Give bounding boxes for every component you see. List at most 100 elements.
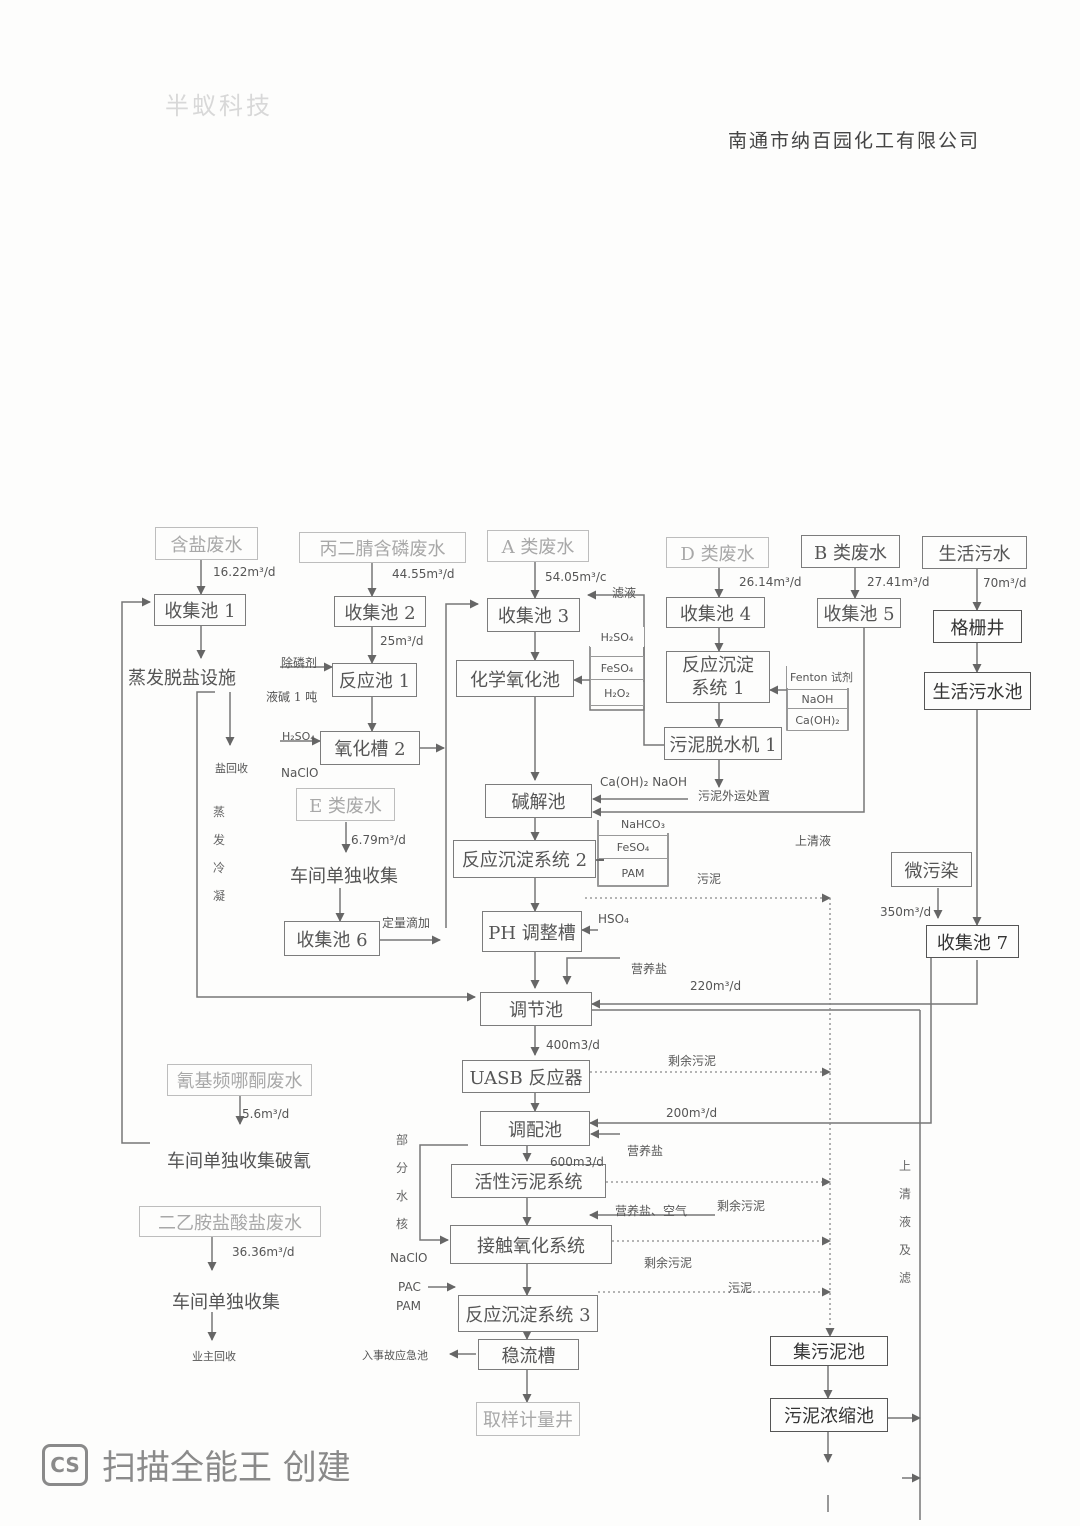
label-nutrient-air: 营养盐、空气 — [615, 1204, 688, 1218]
sludge-dewatering-machine-1: 污泥脱水机 1 — [664, 727, 782, 760]
label-pam-rs3: PAM — [396, 1299, 422, 1313]
sludge-thickening-pool: 污泥浓缩池 — [770, 1398, 888, 1432]
flow-b: 27.41m³/d — [867, 575, 930, 589]
label-supernatant-filtrate: 上清液及滤 — [898, 1159, 911, 1285]
chemical-oxidation-pool: 化学氧化池 — [456, 660, 574, 697]
flow-e: 6.79m³/d — [351, 833, 406, 847]
label-filtrate: 滤液 — [612, 586, 637, 600]
flow-salt: 16.22m³/d — [213, 565, 276, 579]
dose-naoh: NaOH — [787, 689, 848, 709]
flow-micro: 350m³/d — [880, 905, 932, 919]
label-hso4: HSO₄ — [598, 912, 629, 926]
dose-caoh2: Ca(OH)₂ — [787, 711, 848, 731]
contact-oxidation-system: 接触氧化系统 — [450, 1225, 612, 1264]
label-nutrient-salt-2: 营养盐 — [627, 1144, 664, 1158]
label-nutrient-salt-1: 营养盐 — [631, 962, 668, 976]
rs1-line1: 反应沉淀 — [682, 655, 754, 676]
dose-h2o2-chemox: H₂O₂ — [590, 682, 644, 706]
label-supernatant: 上清液 — [795, 834, 832, 848]
collection-pool-4: 收集池 4 — [666, 597, 765, 628]
label-h2so4-ox2: H₂SO₄ — [282, 730, 315, 743]
flow-adjust-out: 400m3/d — [546, 1038, 600, 1052]
stabilizing-tank: 稳流槽 — [478, 1339, 579, 1370]
flow-blend-out: 600m3/d — [550, 1155, 604, 1169]
source-malononitrile-phosphorus-wastewater: 丙二腈含磷废水 — [299, 532, 466, 563]
label-excess-sludge-3: 剩余污泥 — [644, 1256, 693, 1270]
alkaline-hydrolysis-pool: 碱解池 — [485, 784, 592, 818]
collection-pool-5: 收集池 5 — [817, 598, 901, 628]
label-excess-sludge-1: 剩余污泥 — [668, 1054, 717, 1068]
label-emergency-pool: 入事故应急池 — [362, 1349, 428, 1362]
sludge-collection-pool: 集污泥池 — [770, 1336, 888, 1366]
label-sludge-rs2: 污泥 — [697, 872, 722, 886]
label-naclo-rs3: NaClO — [390, 1251, 428, 1265]
flow-cyan: 5.6m³/d — [242, 1107, 290, 1121]
source-class-a-wastewater: A 类废水 — [487, 530, 589, 562]
label-sludge-rs3: 污泥 — [728, 1281, 753, 1295]
source-domestic-sewage: 生活污水 — [922, 536, 1027, 569]
dose-feso4-rs2: FeSO₄ — [598, 835, 668, 859]
flow-a: 54.05m³/c — [545, 570, 607, 584]
grille-well: 格栅井 — [933, 610, 1022, 643]
label-sludge-outsourced: 污泥外运处置 — [698, 789, 771, 803]
collection-pool-6: 收集池 6 — [284, 921, 380, 956]
dose-fenton: Fenton 试剂 — [787, 666, 863, 688]
sampling-metering-well: 取样计量井 — [476, 1402, 580, 1436]
camscanner-logo-icon: CS — [42, 1443, 88, 1486]
flow-diethyl: 36.36m³/d — [232, 1245, 295, 1259]
scanner-watermark-text: 扫描全能王 创建 — [102, 1448, 351, 1488]
ph-adjust-tank: PH 调整槽 — [482, 911, 582, 952]
label-remove-phosphorus: 除磷剂 — [281, 656, 318, 670]
collection-pool-1: 收集池 1 — [154, 594, 246, 626]
label-lye: 液碱 1 吨 — [266, 690, 318, 704]
source-micro-polluted: 微污染 — [891, 852, 972, 887]
workshop-separate-collection-diethyl: 车间单独收集 — [172, 1292, 280, 1313]
scanner-watermark: CS 扫描全能王 创建 — [42, 1440, 351, 1489]
reaction-sedimentation-system-2: 反应沉淀系统 2 — [453, 840, 596, 878]
dose-pam-rs2: PAM — [598, 861, 668, 886]
label-evaporation-condensate: 蒸发冷凝 — [212, 805, 225, 903]
dose-h2so4-chemox: H₂SO₄ — [590, 627, 644, 647]
collection-pool-3: 收集池 3 — [487, 598, 580, 632]
evaporation-desalination-facility: 蒸发脱盐设施 — [128, 668, 236, 689]
source-class-d-wastewater: D 类废水 — [666, 537, 769, 568]
dose-feso4-chemox: FeSO₄ — [590, 656, 644, 680]
reaction-pool-1: 反应池 1 — [332, 663, 417, 697]
workshop-collection-cyanide-breaking: 车间单独收集破氰 — [167, 1151, 311, 1172]
label-owner-recycle: 业主回收 — [192, 1350, 236, 1363]
workshop-separate-collection-e: 车间单独收集 — [290, 866, 398, 887]
flow-d: 26.14m³/d — [739, 575, 802, 589]
oxidation-tank-2: 氧化槽 2 — [320, 731, 420, 765]
reaction-sedimentation-system-3: 反应沉淀系统 3 — [458, 1295, 598, 1332]
label-salt-recycle: 盐回收 — [215, 762, 248, 775]
label-excess-sludge-2: 剩余污泥 — [717, 1199, 766, 1213]
uasb-reactor: UASB 反应器 — [462, 1060, 590, 1093]
label-quantitative-dosing: 定量滴加 — [382, 916, 431, 930]
activated-sludge-system: 活性污泥系统 — [451, 1164, 606, 1198]
flow-to-blend: 200m³/d — [666, 1106, 718, 1120]
blending-pool: 调配池 — [480, 1111, 590, 1146]
source-class-b-wastewater: B 类废水 — [801, 535, 900, 568]
flow-domestic: 70m³/d — [983, 576, 1027, 590]
adjustment-pool: 调节池 — [480, 992, 592, 1026]
flow-c2-out: 25m³/d — [380, 634, 424, 648]
source-class-e-wastewater: E 类废水 — [296, 788, 395, 821]
label-pac: PAC — [398, 1280, 421, 1294]
rs1-line2: 系统 1 — [691, 678, 745, 699]
flow-to-adjust: 220m³/d — [690, 979, 742, 993]
collection-pool-7: 收集池 7 — [926, 925, 1019, 958]
source-cyano-pinacolone-wastewater: 氰基频哪酮废水 — [167, 1064, 312, 1096]
reaction-sedimentation-system-1: 反应沉淀 系统 1 — [666, 651, 770, 703]
flow-pn: 44.55m³/d — [392, 567, 455, 581]
company-logo-watermark: 半蚁科技 — [165, 92, 273, 120]
source-salt-wastewater: 含盐废水 — [155, 527, 258, 560]
source-diethylamine-hcl-wastewater: 二乙胺盐酸盐废水 — [139, 1206, 321, 1237]
company-name: 南通市纳百园化工有限公司 — [728, 130, 981, 152]
dose-nahco3: NaHCO₃ — [608, 815, 678, 833]
domestic-sewage-pool: 生活污水池 — [924, 672, 1031, 710]
label-caoh-naoh: Ca(OH)₂ NaOH — [600, 775, 687, 789]
collection-pool-2: 收集池 2 — [334, 596, 426, 627]
label-naclo-ox2: NaClO — [281, 766, 319, 780]
label-partial-water: 部分水核 — [395, 1133, 408, 1231]
